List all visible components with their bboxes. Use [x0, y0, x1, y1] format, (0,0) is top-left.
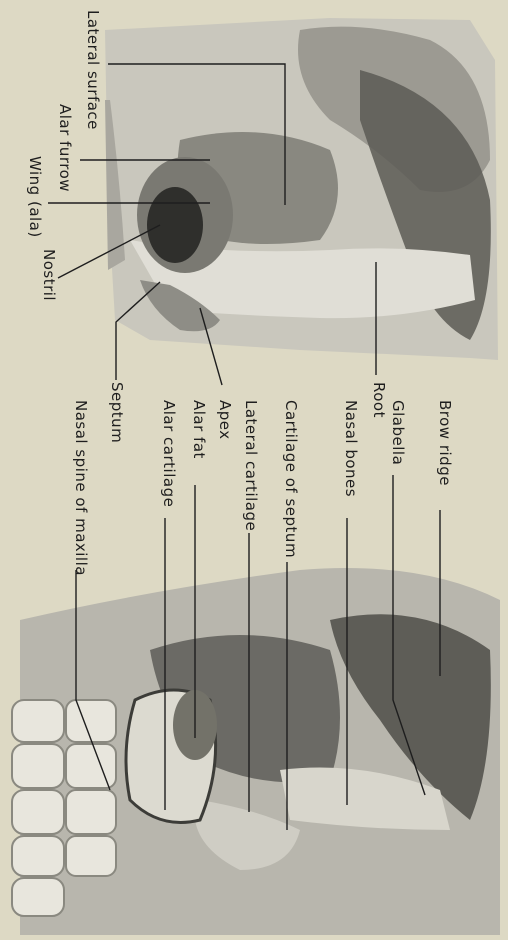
label-nostril: Nostril — [41, 249, 56, 301]
tooth — [12, 790, 64, 834]
tooth — [66, 836, 116, 876]
label-cartilage-of-septum: Cartilage of septum — [283, 400, 298, 558]
tooth — [12, 744, 64, 788]
label-glabella: Glabella — [390, 400, 405, 465]
label-alar-furrow: Alar furrow — [57, 104, 72, 192]
label-septum: Septum — [109, 382, 124, 443]
label-brow-ridge: Brow ridge — [437, 400, 452, 486]
nose-dissection-drawing — [12, 568, 500, 935]
nostril-opening — [147, 187, 203, 263]
tooth — [66, 744, 116, 788]
tooth — [12, 700, 64, 742]
label-lateral-cartilage: Lateral cartilage — [243, 400, 258, 531]
tooth — [12, 878, 64, 916]
label-wing-ala: Wing (ala) — [27, 156, 42, 238]
label-lateral-surface: Lateral surface — [85, 10, 100, 130]
tooth — [66, 700, 116, 742]
label-nasal-bones: Nasal bones — [343, 400, 358, 497]
label-apex: Apex — [217, 400, 232, 440]
tooth — [66, 790, 116, 834]
label-nasal-spine-of-maxilla: Nasal spine of maxilla — [73, 400, 88, 576]
label-alar-fat: Alar fat — [191, 400, 206, 459]
label-root: Root — [371, 382, 386, 418]
nose-surface-drawing — [105, 18, 498, 360]
label-alar-cartilage: Alar cartilage — [161, 400, 176, 507]
tooth — [12, 836, 64, 876]
